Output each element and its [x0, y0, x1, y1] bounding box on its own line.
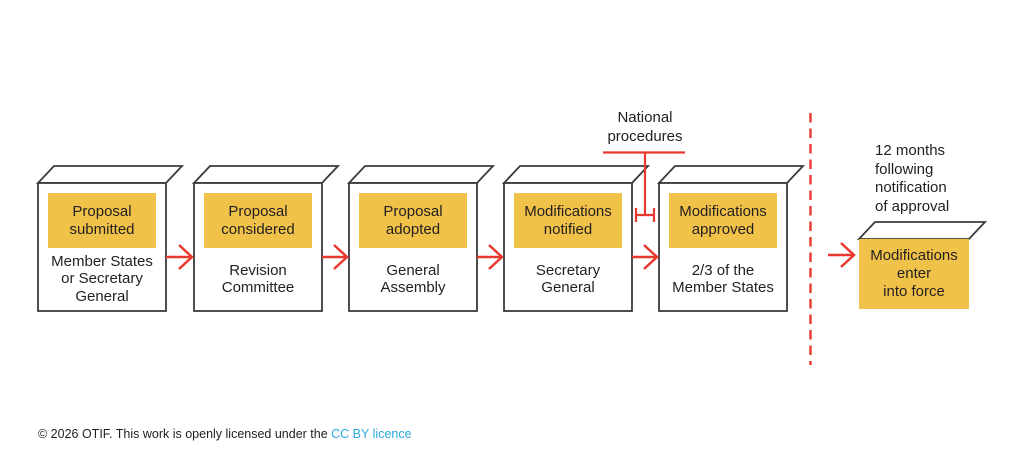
box-top-face: [346, 165, 496, 184]
step-actor-member-states: Member States or Secretary General: [51, 252, 153, 305]
national-procedures-gate-marker: [634, 208, 656, 222]
box-top-face: [191, 165, 341, 184]
step-label-proposal-considered: Proposal considered: [204, 193, 312, 248]
step-label-proposal-submitted: Proposal submitted: [48, 193, 156, 248]
copyright-text: © 2026 OTIF. This work is openly license…: [38, 427, 332, 441]
step-actor-secretary-general: Secretary General: [535, 261, 601, 297]
flow-arrow-icon-5: [828, 242, 856, 268]
copyright-footer: © 2026 OTIF. This work is openly license…: [38, 427, 412, 442]
delay-note-label: 12 months following notification of appr…: [875, 142, 950, 215]
final-step-modifications-enter-into-force: Modifications enter into force: [859, 239, 969, 309]
box-top-face: [656, 165, 806, 184]
step-label-modifications-notified: Modifications notified: [514, 193, 622, 248]
step-actor-member-states-two-thirds: 2/3 of the Member States: [672, 261, 774, 297]
final-box-top-face: [856, 221, 988, 240]
box-top-face: [501, 165, 651, 184]
flow-arrow-icon-1: [166, 244, 194, 270]
step-actor-general-assembly: General Assembly: [380, 261, 446, 297]
cc-by-licence-link[interactable]: CC BY licence: [331, 427, 412, 441]
flow-arrow-icon-3: [477, 244, 504, 270]
step-actor-revision-committee: Revision Committee: [221, 261, 295, 297]
box-top-face: [35, 165, 185, 184]
national-procedures-label: National procedures: [607, 109, 683, 145]
flow-arrow-icon-4: [632, 244, 659, 270]
step-label-modifications-approved: Modifications approved: [669, 193, 777, 248]
step-label-proposal-adopted: Proposal adopted: [359, 193, 467, 248]
flow-arrow-icon-2: [322, 244, 349, 270]
